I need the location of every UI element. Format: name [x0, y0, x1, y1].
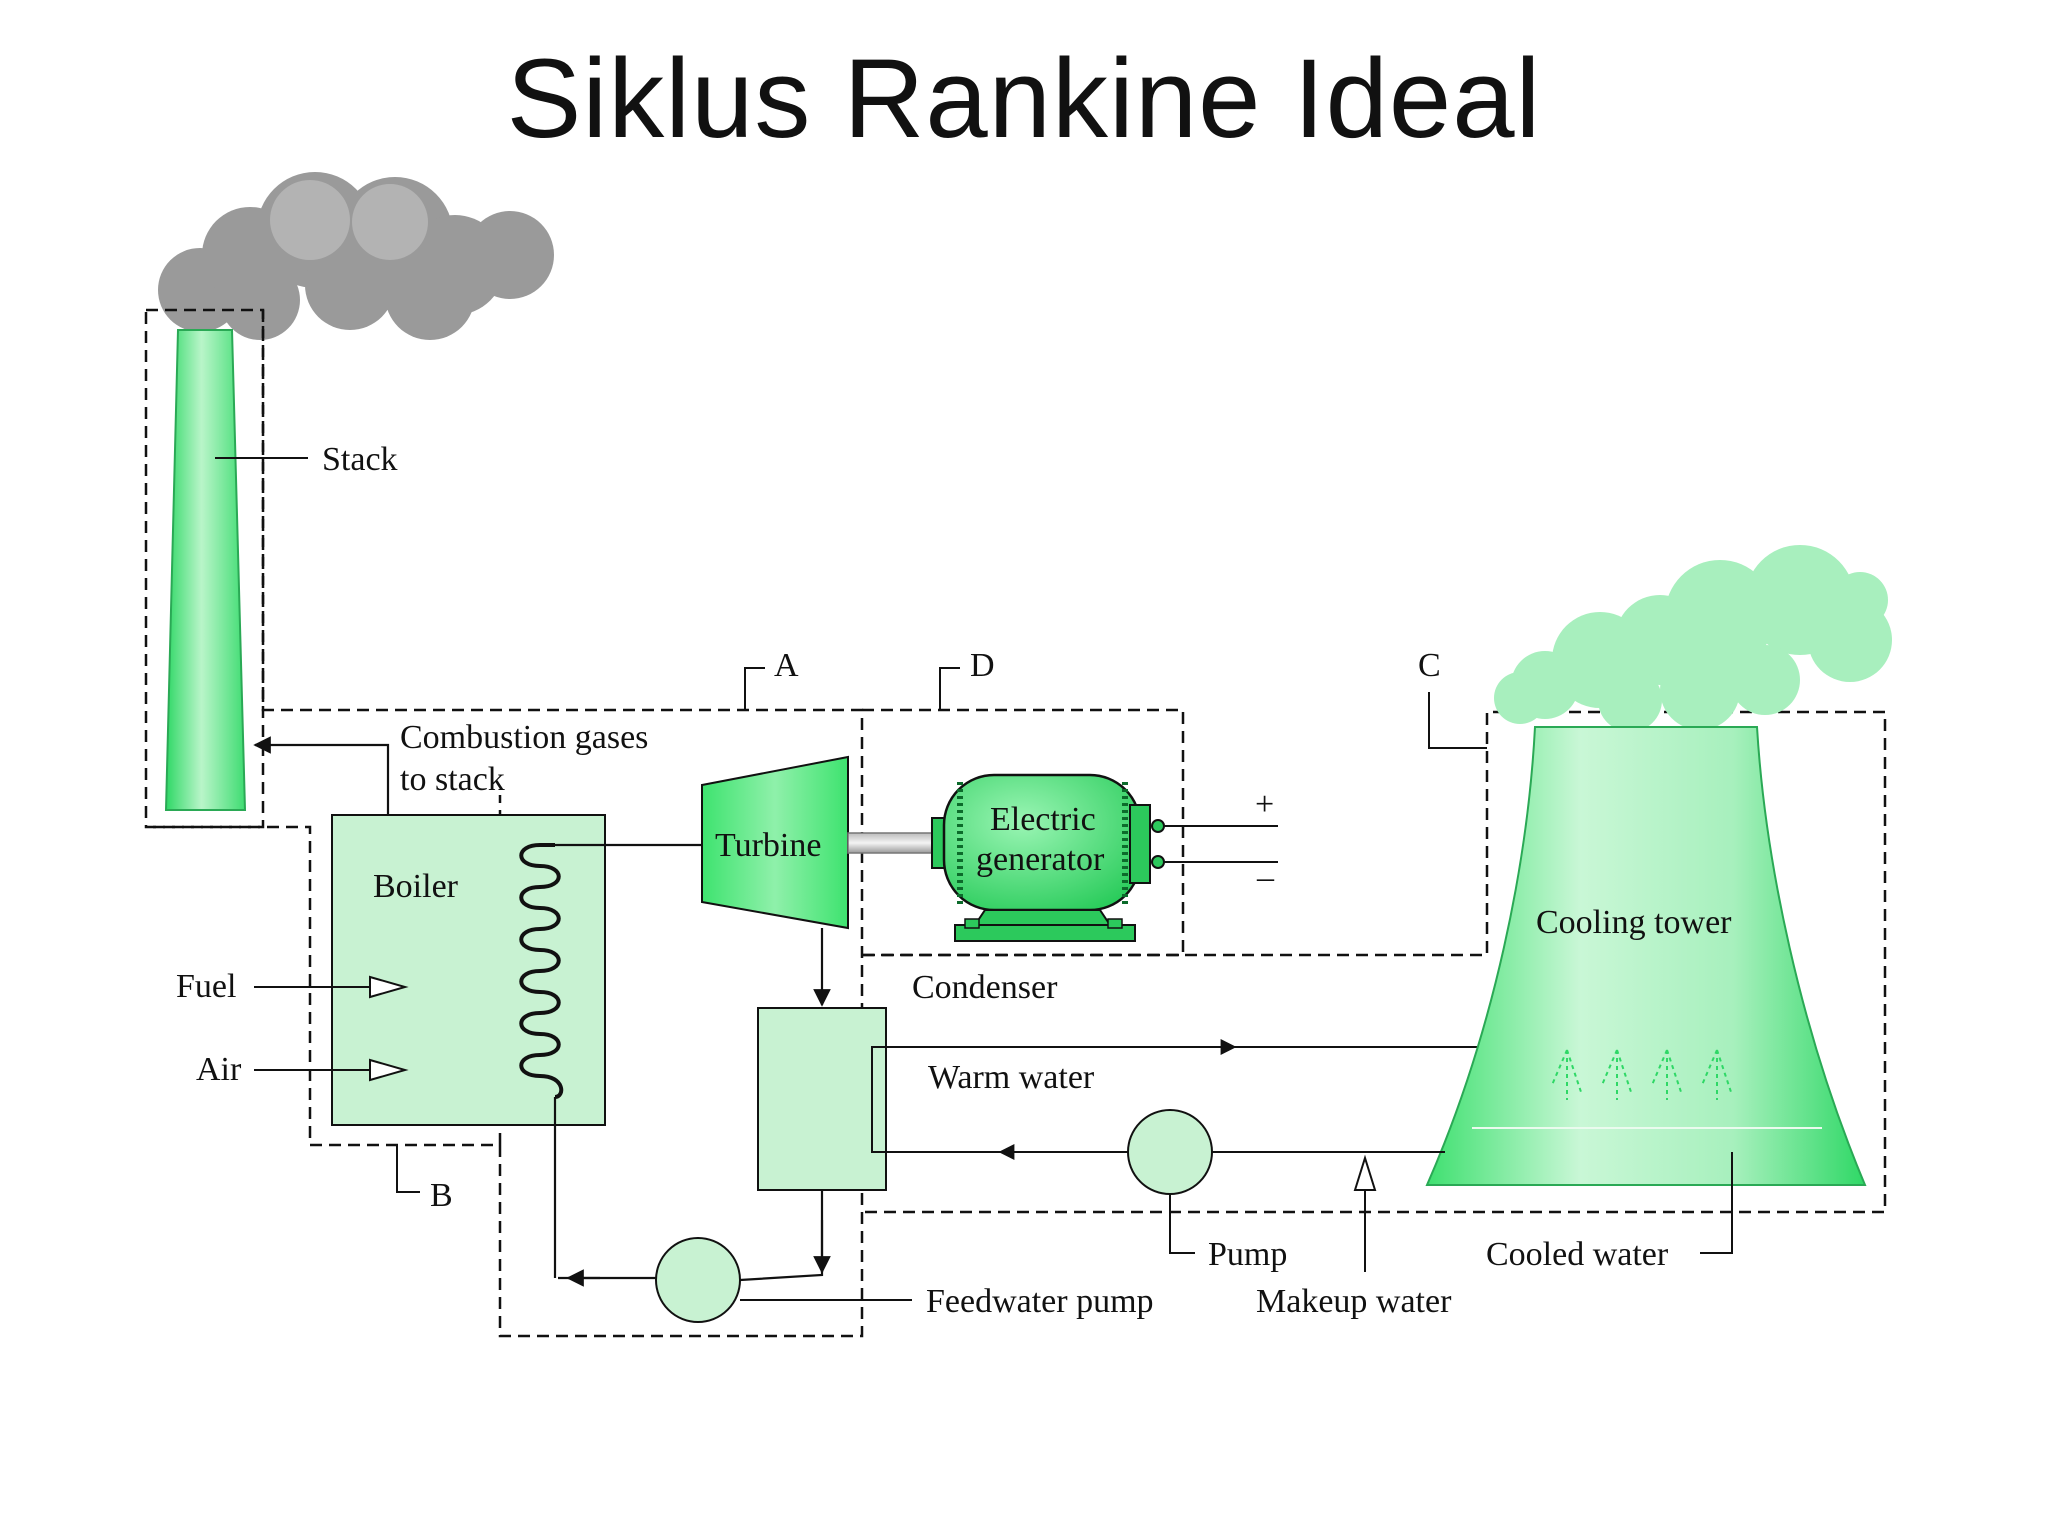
cooling-tower-label: Cooling tower [1536, 904, 1732, 941]
smoke-cloud [158, 172, 554, 340]
generator-label-1: Electric [990, 801, 1096, 838]
air-arrow [369, 1058, 409, 1082]
turbine-shaft [847, 832, 941, 854]
region-a-label: A [774, 647, 799, 684]
makeup-water-label: Makeup water [1256, 1283, 1452, 1320]
terminal-plus-label: + [1255, 786, 1274, 823]
stack-label: Stack [322, 441, 398, 478]
terminal-minus-label: – [1256, 859, 1275, 896]
region-b-label: B [430, 1177, 453, 1214]
condenser [757, 1007, 887, 1191]
boiler-label: Boiler [373, 868, 459, 905]
turbine [701, 755, 849, 930]
water-spray [1551, 1049, 1733, 1100]
cooling-tower [1425, 726, 1867, 1186]
fuel-label: Fuel [176, 968, 236, 1005]
cooled-water-label: Cooled water [1486, 1236, 1669, 1273]
pump-label: Pump [1208, 1236, 1287, 1273]
combustion-gases-label-2: to stack [400, 761, 505, 798]
steam-cloud [1494, 545, 1892, 732]
makeup-water-arrow [1353, 1154, 1377, 1191]
region-d-label: D [970, 647, 995, 684]
slide-title: Siklus Rankine Ideal [506, 36, 1542, 161]
electric-generator [931, 773, 1165, 942]
condenser-label: Condenser [912, 969, 1058, 1006]
feedwater-pump [655, 1237, 741, 1323]
generator-label-2: generator [976, 841, 1105, 878]
air-label: Air [196, 1051, 242, 1088]
combustion-gases-label-1: Combustion gases [400, 719, 648, 756]
warm-water-label: Warm water [928, 1059, 1095, 1096]
turbine-label: Turbine [715, 827, 821, 864]
cooling-water-pump [1127, 1109, 1213, 1195]
stack-chimney [164, 329, 247, 811]
fuel-arrow [369, 975, 409, 999]
feedwater-pump-label: Feedwater pump [926, 1283, 1154, 1320]
boiler-coil [519, 843, 564, 1099]
region-c-label: C [1418, 647, 1441, 684]
